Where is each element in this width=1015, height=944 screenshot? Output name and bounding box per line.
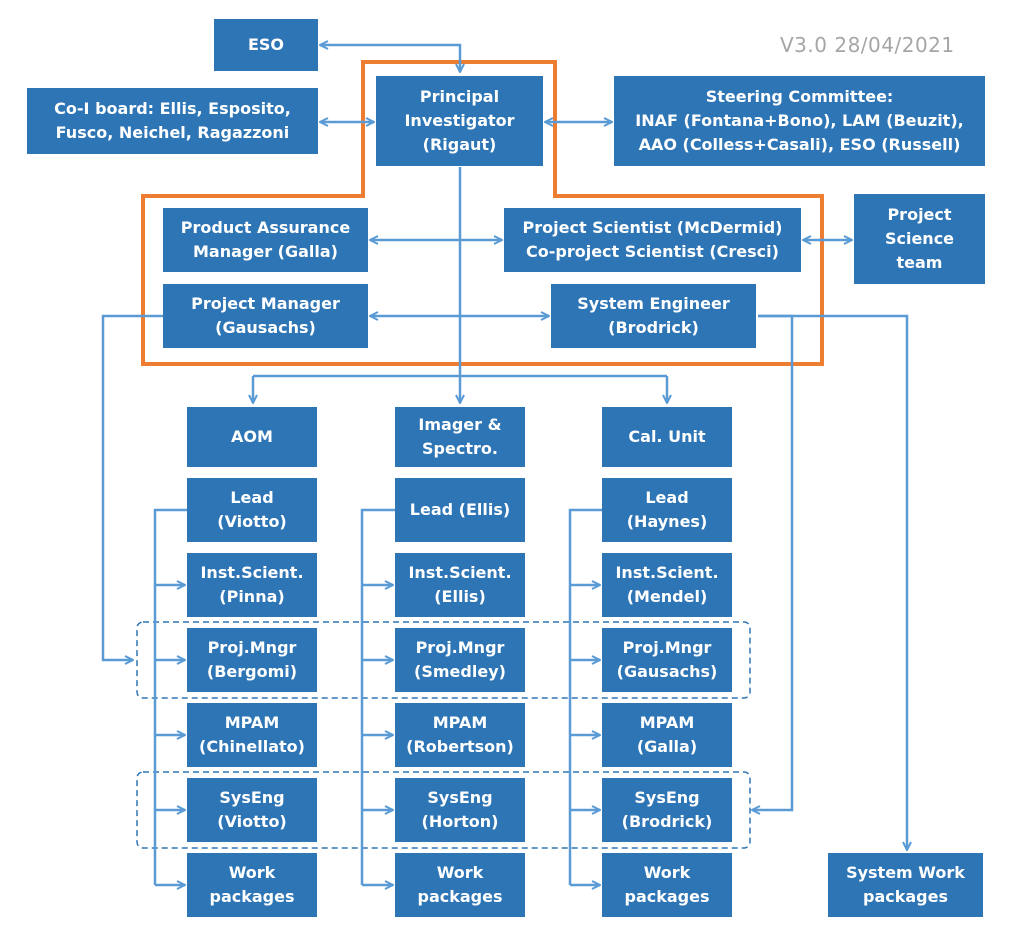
cal-mpam-box: MPAM (Galla) [602,703,732,767]
cal-syseng-box: SysEng (Brodrick) [602,778,732,842]
imager-syseng-box: SysEng (Horton) [395,778,525,842]
aom-box: AOM [187,407,317,467]
aom-mpam-box: MPAM (Chinellato) [187,703,317,767]
project-scientist-box: Project Scientist (McDermid) Co-project … [504,208,801,272]
system-engineer-box: System Engineer (Brodrick) [551,284,756,348]
eso-pi-connector [320,45,460,72]
system-work-packages-box: System Work packages [828,853,983,917]
product-assurance-manager-box: Product Assurance Manager (Galla) [163,208,368,272]
principal-investigator-box: Principal Investigator (Rigaut) [376,76,543,166]
imager-proj-mngr-box: Proj.Mngr (Smedley) [395,628,525,692]
project-manager-box: Project Manager (Gausachs) [163,284,368,348]
aom-lead-box: Lead (Viotto) [187,478,317,542]
management-team-outline [141,60,824,366]
aom-work-packages-box: Work packages [187,853,317,917]
cal-unit-box: Cal. Unit [602,407,732,467]
cal-lead-box: Lead (Haynes) [602,478,732,542]
se-syseng-connector [752,314,794,810]
aom-proj-mngr-box: Proj.Mngr (Bergomi) [187,628,317,692]
imager-spectro-box: Imager & Spectro. [395,407,525,467]
cal-proj-mngr-box: Proj.Mngr (Gausachs) [602,628,732,692]
pm-projmngr-connector [101,314,163,660]
eso-box: ESO [214,19,318,71]
project-science-team-box: Project Science team [854,194,985,284]
proj-mngr-group-outline [136,621,751,699]
aom-syseng-box: SysEng (Viotto) [187,778,317,842]
syseng-group-outline [136,771,751,849]
imager-inst-scient-box: Inst.Scient. (Ellis) [395,553,525,617]
aom-inst-scient-box: Inst.Scient. (Pinna) [187,553,317,617]
coi-board-box: Co-I board: Ellis, Esposito, Fusco, Neic… [27,88,318,154]
cal-inst-scient-box: Inst.Scient. (Mendel) [602,553,732,617]
imager-mpam-box: MPAM (Robertson) [395,703,525,767]
cal-lead-connector [568,508,602,885]
version-label: V3.0 28/04/2021 [780,33,955,57]
cal-work-packages-box: Work packages [602,853,732,917]
se-system-wp-connector [758,314,907,850]
steering-committee-box: Steering Committee: INAF (Fontana+Bono),… [614,76,985,166]
imager-lead-connector [360,508,395,885]
imager-lead-box: Lead (Ellis) [395,478,525,542]
imager-work-packages-box: Work packages [395,853,525,917]
aom-lead-connector [153,508,187,885]
